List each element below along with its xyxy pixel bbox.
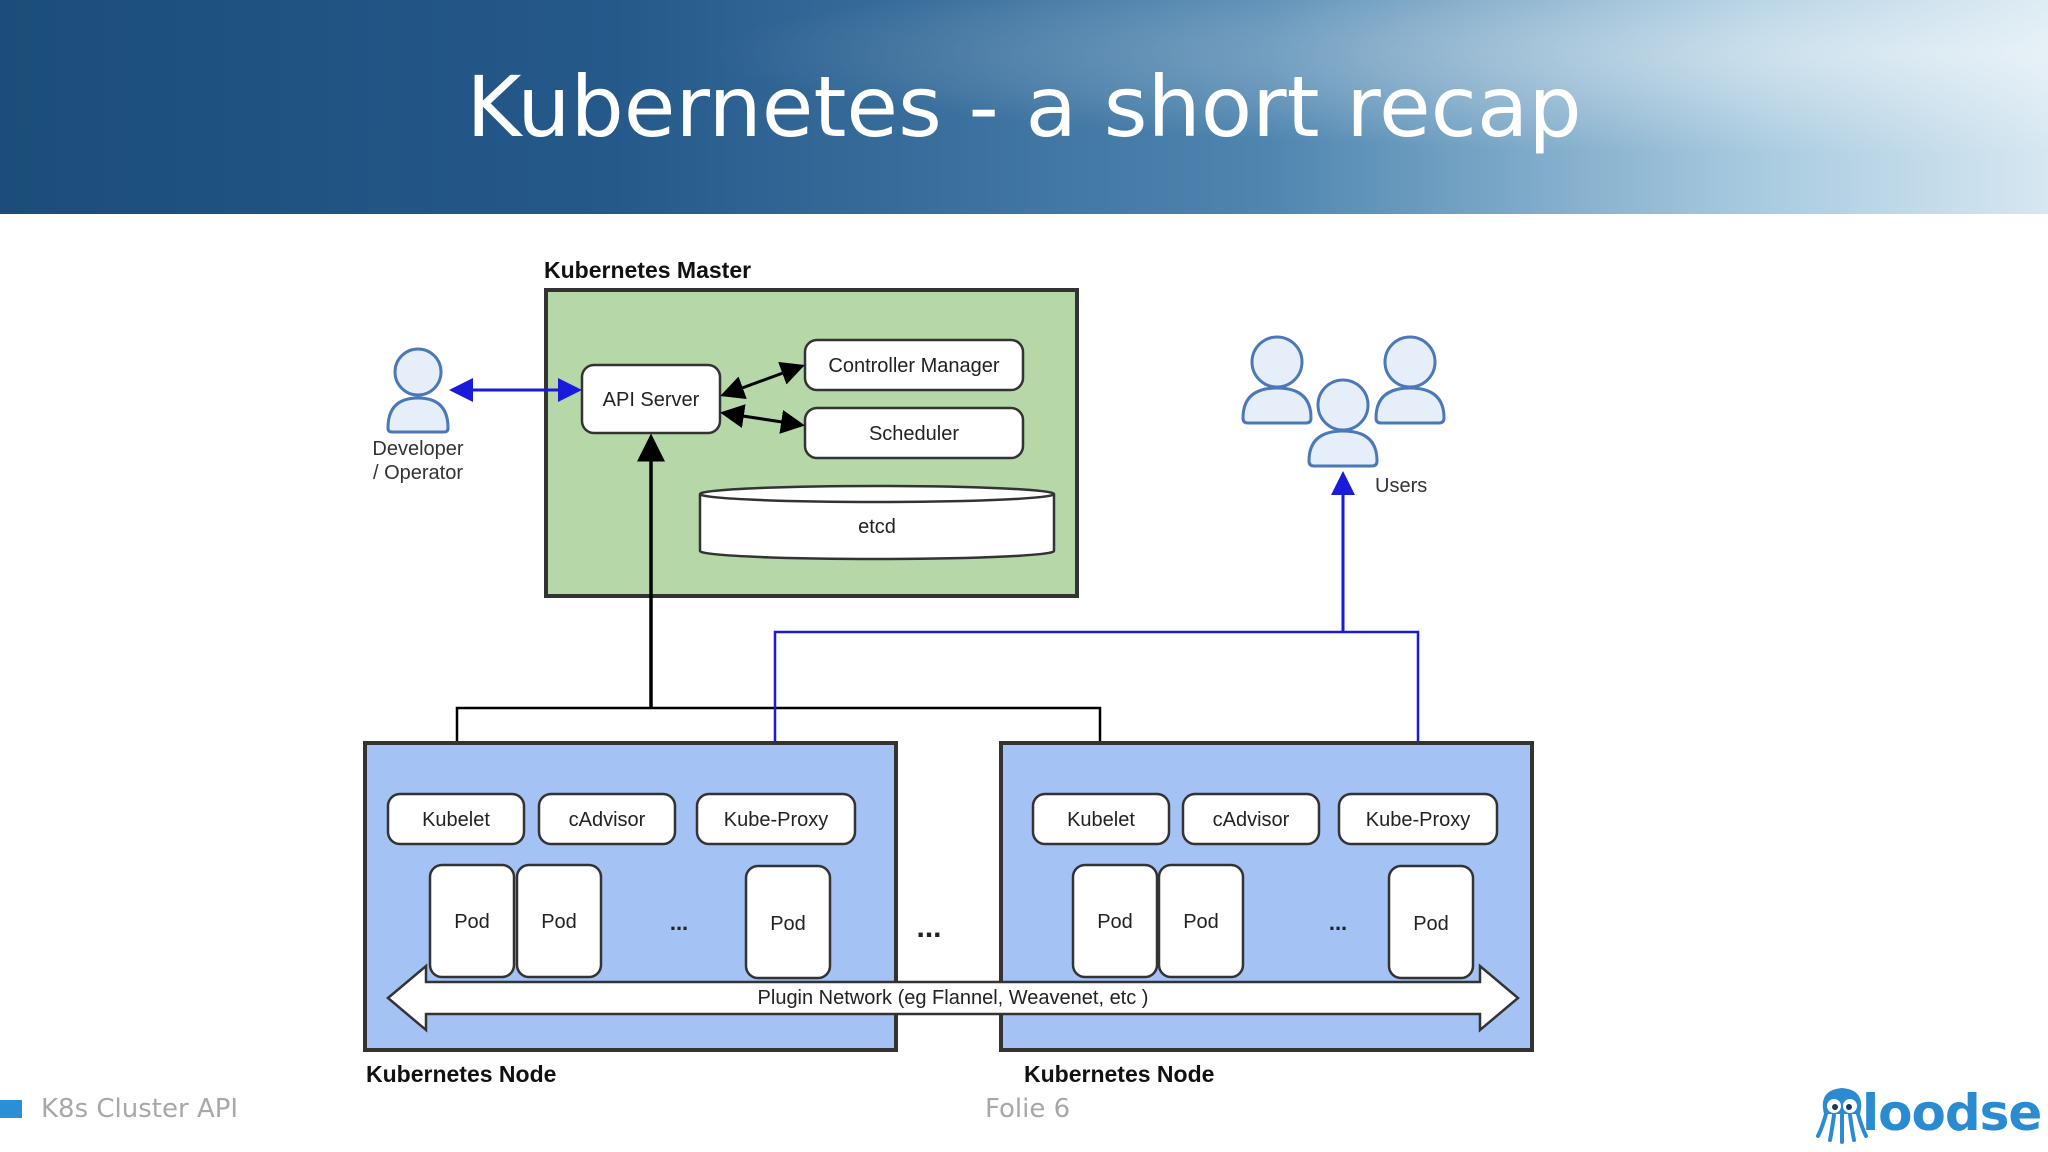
loodse-logo-text: loodse bbox=[1862, 1084, 2042, 1142]
kube-proxy-label-2: Kube-Proxy bbox=[1366, 809, 1471, 831]
footer-presentation-name: K8s Cluster API bbox=[41, 1094, 239, 1124]
pod-box-1b: Pod bbox=[515, 863, 603, 979]
scheduler-box: Scheduler bbox=[803, 406, 1025, 460]
controller-manager-label: Controller Manager bbox=[828, 355, 1000, 377]
pod-box-1c: Pod bbox=[744, 864, 832, 980]
pod-box-2c: Pod bbox=[1387, 864, 1475, 980]
scheduler-label: Scheduler bbox=[869, 423, 959, 445]
cadvisor-box-2: cAdvisor bbox=[1181, 792, 1321, 846]
pod-label: Pod bbox=[541, 911, 577, 933]
proxy-links bbox=[773, 630, 1420, 785]
kubelet-label-1: Kubelet bbox=[422, 809, 490, 831]
api-controller-arrow bbox=[720, 361, 805, 400]
kube-proxy-label-1: Kube-Proxy bbox=[724, 809, 829, 831]
loodse-logo-icon bbox=[1816, 1088, 1868, 1144]
pod-box-1a: Pod bbox=[428, 863, 516, 979]
kube-proxy-box-2: Kube-Proxy bbox=[1337, 792, 1499, 846]
master-label: Kubernetes Master bbox=[544, 257, 751, 283]
etcd-cylinder: etcd bbox=[698, 484, 1056, 561]
node-label-1: Kubernetes Node bbox=[366, 1061, 556, 1087]
footer-accent-bar bbox=[0, 1100, 22, 1118]
pod-label: Pod bbox=[1413, 913, 1449, 935]
users-icon bbox=[1241, 335, 1446, 468]
api-scheduler-arrow bbox=[720, 404, 805, 434]
footer-slide-number: Folie 6 bbox=[985, 1094, 1071, 1124]
slide-title: Kubernetes - a short recap bbox=[466, 58, 1582, 156]
users-label: Users bbox=[1375, 475, 1427, 497]
pod-box-2a: Pod bbox=[1071, 863, 1159, 979]
controller-manager-box: Controller Manager bbox=[803, 338, 1025, 392]
developer-label-2: / Operator bbox=[373, 462, 463, 484]
developer-person-icon bbox=[386, 347, 450, 434]
nodes-ellipsis: ... bbox=[916, 911, 941, 944]
kubelet-label-2: Kubelet bbox=[1067, 809, 1135, 831]
node-label-2: Kubernetes Node bbox=[1024, 1061, 1214, 1087]
pod-ellipsis-2: ... bbox=[1329, 910, 1347, 935]
kube-proxy-box-1: Kube-Proxy bbox=[695, 792, 857, 846]
cadvisor-label-1: cAdvisor bbox=[569, 809, 646, 831]
developer-label-1: Developer bbox=[372, 438, 464, 460]
kubelet-box-2: Kubelet bbox=[1031, 792, 1171, 846]
api-server-box: API Server bbox=[580, 363, 722, 435]
plugin-network-label: Plugin Network (eg Flannel, Weavenet, et… bbox=[758, 987, 1149, 1009]
etcd-label: etcd bbox=[858, 516, 896, 538]
cadvisor-box-1: cAdvisor bbox=[537, 792, 677, 846]
plugin-network-arrow bbox=[386, 963, 1520, 1033]
pod-box-2b: Pod bbox=[1157, 863, 1245, 979]
kubelet-box-1: Kubelet bbox=[386, 792, 526, 846]
pod-label: Pod bbox=[454, 911, 490, 933]
title-banner bbox=[0, 0, 2048, 214]
pod-label: Pod bbox=[1097, 911, 1133, 933]
pod-ellipsis-1: ... bbox=[670, 910, 688, 935]
api-server-label: API Server bbox=[603, 389, 700, 411]
cadvisor-label-2: cAdvisor bbox=[1213, 809, 1290, 831]
pod-label: Pod bbox=[770, 913, 806, 935]
pod-label: Pod bbox=[1183, 911, 1219, 933]
